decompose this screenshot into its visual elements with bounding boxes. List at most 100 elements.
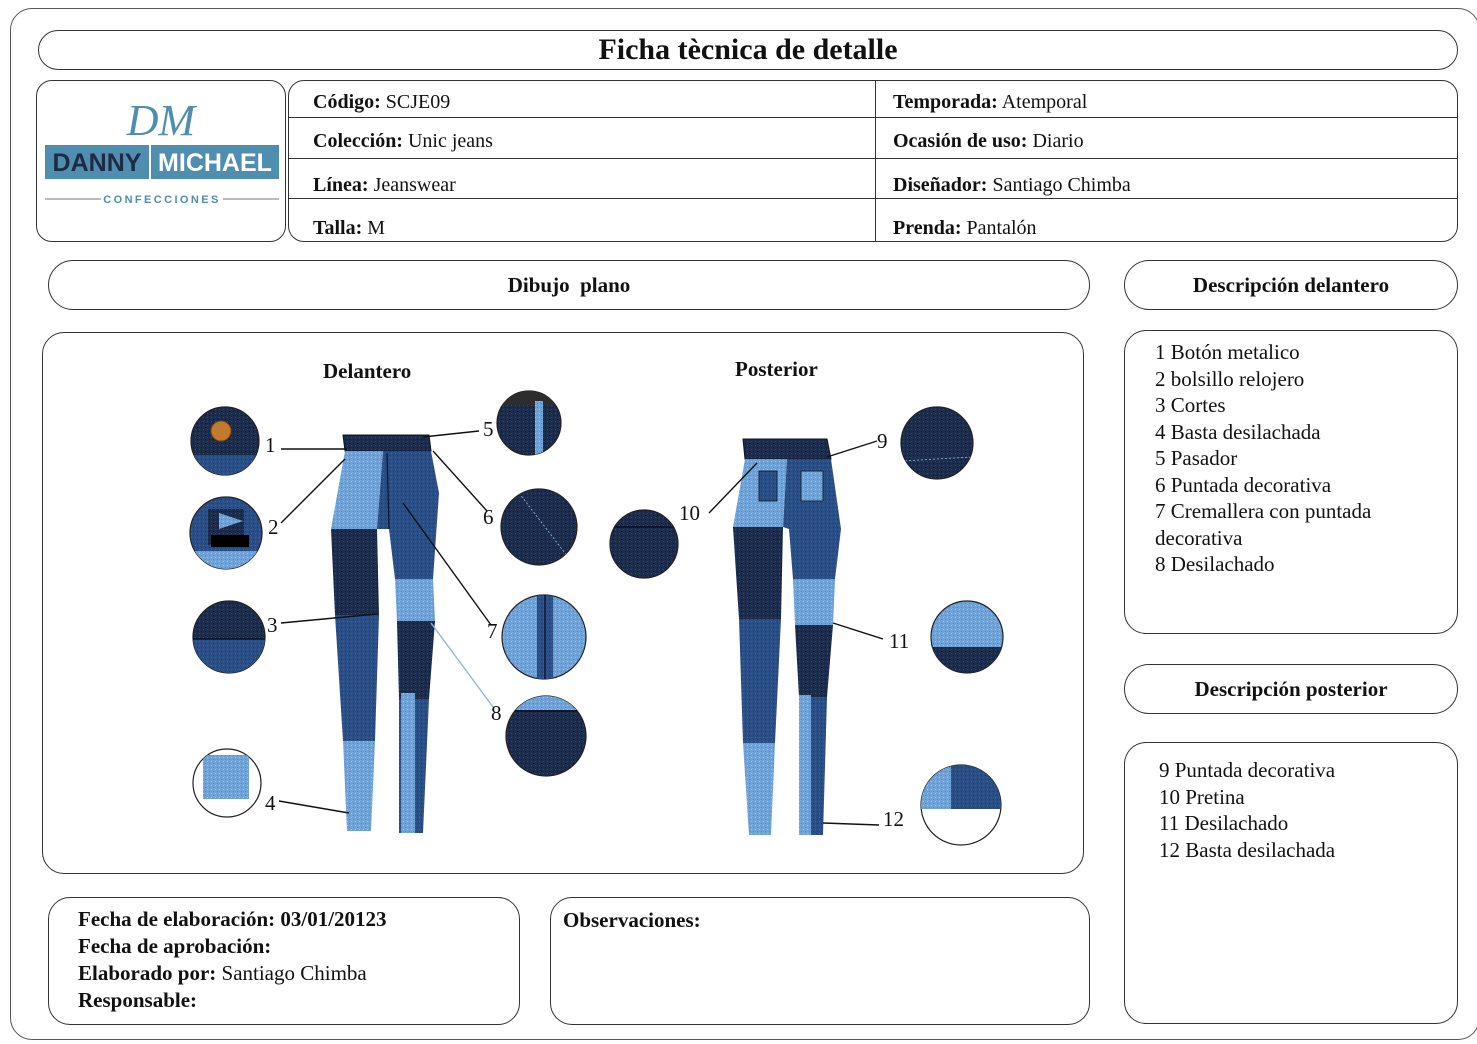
list-item: 1 Botón metalico — [1155, 340, 1300, 364]
leader-12 — [822, 822, 880, 826]
list-item: 9 Puntada decorativa — [1159, 758, 1336, 782]
detail-swatch-11 — [930, 600, 1004, 674]
leader-8 — [430, 622, 494, 708]
callout-11: 11 — [889, 629, 910, 653]
detail-swatch-10 — [609, 509, 679, 579]
list-item: decorativa — [1155, 525, 1243, 550]
list-item: 5 Pasador — [1155, 446, 1238, 470]
brand-logo: DM DANNY MICHAEL CONFECCIONES — [36, 80, 286, 242]
front-right-thigh-panel — [395, 579, 435, 621]
info-disenador: Diseñador: Santiago Chimba — [893, 174, 1131, 196]
logo-tagline: CONFECCIONES — [103, 194, 220, 206]
info-codigo: Código: SCJE09 — [313, 91, 451, 113]
leader-6 — [432, 450, 488, 512]
front-description-header-text: Descripción delantero — [1192, 272, 1390, 297]
back-description-list: 9 Puntada decorativa 10 Pretina 11 Desil… — [1159, 757, 1335, 863]
leader-11 — [832, 622, 884, 640]
approval-info-panel: Fecha de elaboración: 03/01/20123 Fecha … — [48, 897, 520, 1025]
leader-10 — [708, 462, 758, 514]
sheet-border — [10, 8, 1477, 1040]
front-jeans — [331, 434, 439, 833]
info-prenda: Prenda: Pantalón — [893, 217, 1037, 239]
back-left-hem-panel — [743, 743, 775, 835]
list-item: 8 Desilachado — [1155, 552, 1275, 576]
info-temporada: Temporada: Atemporal — [893, 91, 1088, 113]
logo-brand-left: DANNY — [53, 149, 142, 177]
leader-2 — [280, 458, 346, 524]
info-coleccion: Colección: Unic jeans — [313, 130, 493, 152]
back-waistband — [742, 438, 832, 460]
sheet-title-text: Ficha tècnica de detalle — [598, 33, 898, 66]
callout-6: 6 — [483, 505, 494, 529]
front-left-knee-panel — [335, 615, 379, 741]
callout-8: 8 — [491, 701, 502, 725]
front-left-hem-panel — [343, 741, 375, 831]
front-right-knee-panel — [397, 621, 435, 699]
detail-swatch-4 — [192, 748, 262, 818]
list-item: 7 Cremallera con puntada — [1155, 499, 1372, 523]
flat-drawing-header: Dibujo plano — [48, 260, 1090, 310]
detail-swatch-6 — [500, 488, 578, 566]
leader-9 — [826, 440, 878, 458]
callout-12: 12 — [883, 807, 904, 831]
callout-3: 3 — [267, 613, 278, 637]
detail-swatch-7 — [501, 594, 587, 680]
jeans-illustration — [189, 390, 1004, 846]
list-item: 2 bolsillo relojero — [1155, 366, 1305, 391]
back-description-header: Descripción posterior — [1124, 664, 1458, 714]
back-left-thigh-panel — [733, 527, 783, 619]
sheet-title: Ficha tècnica de detalle — [38, 30, 1458, 70]
back-right-hem-strip — [799, 695, 811, 835]
callout-7: 7 — [487, 619, 498, 643]
detail-swatch-5 — [496, 390, 562, 456]
detail-swatch-3 — [192, 600, 266, 674]
callout-leaders — [278, 430, 884, 826]
fecha-elaboracion: Fecha de elaboración: 03/01/20123 — [78, 907, 387, 931]
detail-swatch-1 — [190, 406, 260, 476]
logo-graphic: DM DANNY MICHAEL CONFECCIONES — [45, 96, 279, 206]
observations-label: Observaciones: — [563, 908, 701, 932]
detail-swatch-9 — [900, 406, 974, 480]
back-left-pocket — [758, 470, 778, 502]
flat-drawing-panel: Delantero Posterior — [42, 332, 1084, 874]
front-right-hem-strip — [401, 693, 415, 833]
info-row-divider — [289, 117, 1457, 118]
callout-5: 5 — [483, 417, 494, 441]
front-upper-left-panel — [331, 451, 383, 529]
info-linea: Línea: Jeanswear — [313, 174, 456, 196]
logo-left-band — [45, 145, 149, 179]
back-right-pocket — [800, 470, 824, 502]
front-description-list: 1 Botón metalico 2 bolsillo relojero 3 C… — [1155, 339, 1371, 578]
callout-9: 9 — [877, 429, 888, 453]
approval-info-lines: Fecha de elaboración: 03/01/20123 Fecha … — [78, 906, 387, 1014]
garment-info-table: Código: SCJE09 Colección: Unic jeans Lín… — [288, 80, 1458, 242]
info-talla: Talla: M — [313, 217, 386, 239]
front-left-thigh-panel — [331, 529, 379, 615]
detail-swatch-8 — [505, 695, 587, 777]
logo-monogram: DM — [126, 96, 198, 145]
back-jeans — [733, 438, 841, 835]
info-ocasion: Ocasión de uso: Diario — [893, 130, 1084, 152]
back-right-knee-panel — [795, 625, 833, 697]
front-upper-right-panel — [377, 451, 439, 579]
back-right-thigh-panel — [793, 579, 835, 625]
logo-brand-right: MICHAEL — [158, 149, 272, 177]
list-item: 6 Puntada decorativa — [1155, 472, 1332, 497]
back-description-panel: 9 Puntada decorativa 10 Pretina 11 Desil… — [1124, 742, 1458, 1024]
callout-2: 2 — [268, 515, 279, 539]
observations-panel: Observaciones: — [550, 897, 1090, 1025]
detail-swatch-2 — [189, 496, 263, 570]
info-row-divider — [289, 158, 1457, 159]
flat-drawing-header-text: Dibujo plano — [507, 272, 631, 297]
callout-1: 1 — [265, 433, 276, 457]
elaborado-por: Elaborado por: Santiago Chimba — [78, 961, 367, 985]
front-description-header: Descripción delantero — [1124, 260, 1458, 310]
back-upper-right-panel — [783, 459, 841, 579]
fecha-aprobacion: Fecha de aprobación: — [78, 934, 272, 958]
leader-5 — [422, 430, 480, 438]
list-item: 12 Basta desilachada — [1159, 837, 1336, 862]
info-row-divider — [289, 198, 1457, 199]
front-waistband — [342, 434, 432, 452]
list-item: 4 Basta desilachada — [1155, 419, 1321, 444]
leader-7 — [402, 502, 492, 626]
